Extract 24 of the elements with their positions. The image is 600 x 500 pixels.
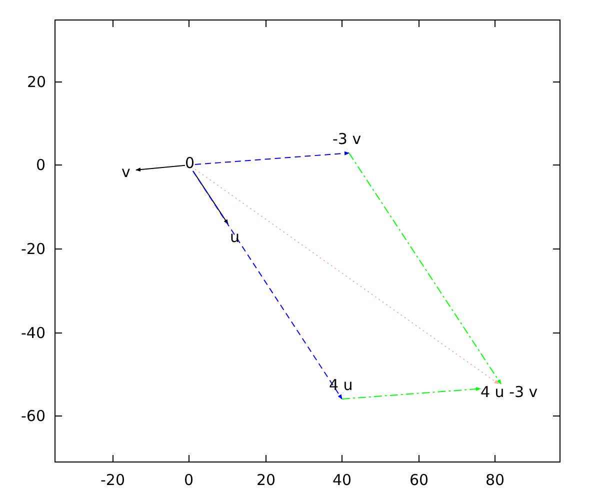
arrow: [192, 170, 228, 224]
arrow: [192, 170, 342, 400]
tick-label: -20: [100, 472, 125, 488]
point-label: 4 u: [329, 377, 353, 393]
tick-label: -40: [21, 325, 46, 341]
point-label: -3 v: [332, 131, 362, 147]
point-label: 0: [185, 155, 195, 171]
arrow: [194, 168, 500, 384]
arrow: [136, 164, 186, 172]
tick-label: 20: [256, 472, 276, 488]
tick-label: 40: [332, 472, 352, 488]
point-label: u: [230, 229, 240, 245]
arrow: [194, 151, 350, 165]
tick-label: -20: [21, 241, 46, 257]
tick-label: 0: [184, 472, 194, 488]
tick-label: 20: [27, 74, 46, 90]
arrow: [342, 387, 481, 400]
tick-label: 0: [36, 157, 46, 173]
point-label: v: [122, 164, 130, 180]
point-label: 4 u -3 v: [480, 384, 538, 400]
tick-label: 80: [486, 472, 505, 488]
tick-label: -60: [21, 408, 46, 424]
arrow: [348, 152, 502, 384]
tick-label: 60: [410, 472, 429, 488]
